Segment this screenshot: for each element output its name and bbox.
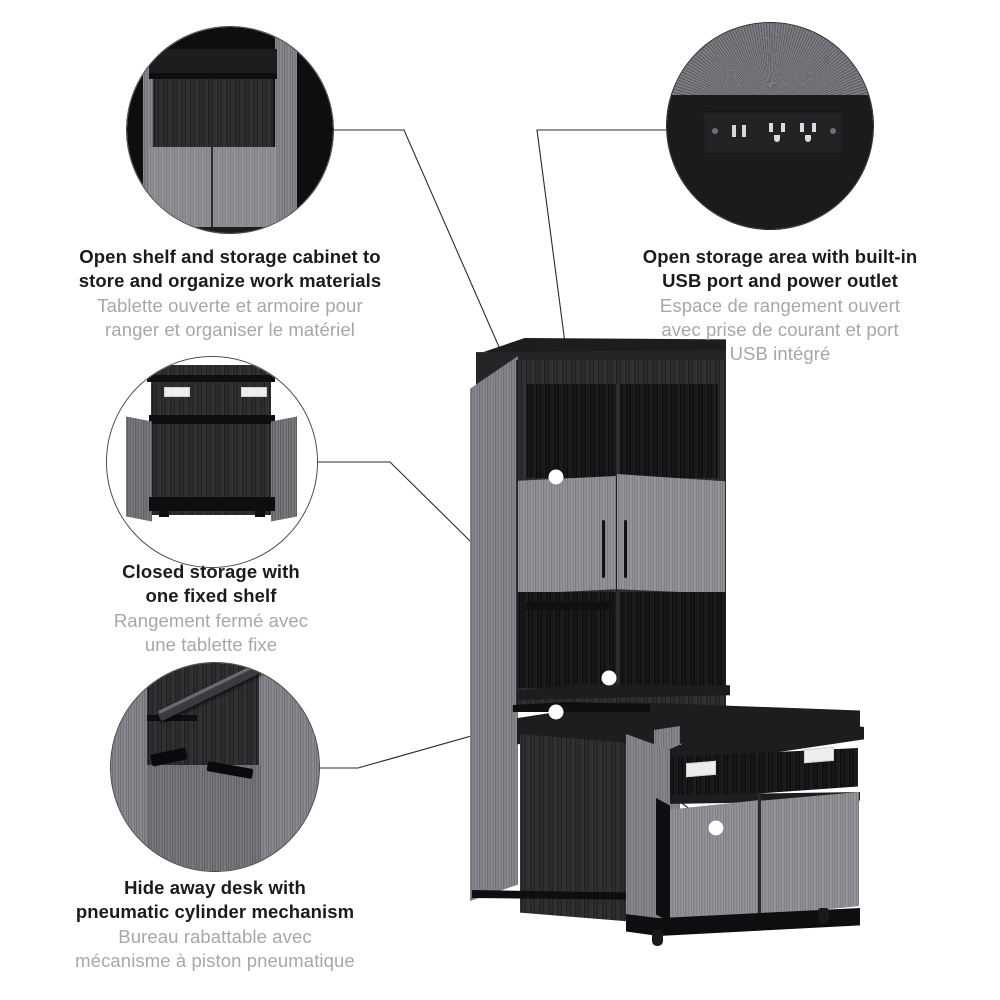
product-render bbox=[440, 330, 900, 980]
caption-en: Open storage area with built-in USB port… bbox=[642, 246, 918, 292]
middle-open-storage bbox=[518, 592, 726, 688]
mobile-cabinet-label-left bbox=[686, 760, 716, 778]
upper-open-shelf bbox=[526, 384, 718, 478]
caster-left-icon bbox=[652, 930, 663, 946]
caption-en: Open shelf and storage cabinet to store … bbox=[78, 246, 382, 292]
middle-storage-divider bbox=[616, 592, 620, 688]
usb-port-icon-1 bbox=[732, 125, 736, 137]
top-cap-shadow bbox=[149, 73, 277, 79]
label-tag-left bbox=[164, 387, 190, 397]
mobile-cabinet-label-right bbox=[804, 746, 834, 764]
middle-shelf-top bbox=[518, 684, 730, 700]
caption-en: Closed storage with one fixed shelf bbox=[122, 561, 300, 607]
caption-hide-away-desk: Hide away desk with pneumatic cylinder m… bbox=[15, 876, 415, 973]
hotspot-hide-away-desk[interactable] bbox=[548, 704, 564, 720]
upper-shelf-divider bbox=[616, 384, 620, 478]
top-cap bbox=[149, 49, 277, 73]
top-rail bbox=[147, 375, 275, 382]
mobile-cabinet-left-stile bbox=[656, 798, 670, 922]
hotspot-mobile-cabinet[interactable] bbox=[708, 820, 724, 836]
screw-right-icon bbox=[830, 128, 836, 134]
side-panel-right bbox=[259, 663, 319, 871]
detail-circle-pneumatic-cylinder[interactable] bbox=[110, 662, 320, 872]
hutch-bottom-edge bbox=[472, 890, 660, 900]
hotspot-open-shelf-cabinet[interactable] bbox=[548, 469, 564, 485]
caption-fr: Bureau rabattable avec mécanisme à pisto… bbox=[75, 926, 355, 972]
caption-open-shelf-cabinet: Open shelf and storage cabinet to store … bbox=[30, 245, 430, 342]
screw-left-icon bbox=[712, 128, 718, 134]
desk-surface-edge bbox=[512, 702, 650, 712]
foot-left bbox=[159, 509, 169, 517]
detail-circle-open-shelf-cabinet[interactable] bbox=[126, 26, 334, 234]
caption-fr: Rangement fermé avec une tablette fixe bbox=[113, 610, 309, 656]
caption-en: Hide away desk with pneumatic cylinder m… bbox=[75, 877, 355, 923]
caption-fr: Espace de rangement ouvert avec prise de… bbox=[659, 295, 901, 365]
side-panel-left bbox=[111, 663, 147, 871]
upper-cabinet-right-handle[interactable] bbox=[624, 520, 627, 578]
power-bar-plate bbox=[703, 111, 843, 153]
wood-grain-top bbox=[667, 23, 873, 97]
usb-port-icon-2 bbox=[742, 125, 746, 137]
mobile-cabinet-right-door[interactable] bbox=[761, 792, 859, 916]
cabinet-base bbox=[149, 227, 277, 233]
upper-cabinet-left-handle[interactable] bbox=[602, 520, 605, 578]
open-shelf-cavity bbox=[153, 79, 273, 147]
cabinet-side-right bbox=[275, 27, 297, 233]
detail-circle-usb-power-outlet[interactable] bbox=[666, 22, 874, 230]
caption-usb-power-outlet: Open storage area with built-in USB port… bbox=[610, 245, 950, 366]
interior-shelf bbox=[147, 715, 197, 721]
detail-circle-closed-storage-shelf[interactable] bbox=[106, 356, 318, 568]
hutch-side-panel bbox=[470, 356, 518, 901]
hotspot-usb-power-outlet[interactable] bbox=[601, 670, 617, 686]
fixed-shelf bbox=[149, 415, 275, 424]
label-tag-right bbox=[241, 387, 267, 397]
cabinet-base bbox=[149, 497, 275, 511]
caption-fr: Tablette ouverte et armoire pour ranger … bbox=[97, 295, 363, 341]
door-gap bbox=[211, 147, 213, 233]
upper-cabinet-right-door[interactable] bbox=[617, 474, 725, 594]
upper-cabinet-left-door[interactable] bbox=[518, 476, 616, 594]
power-bar-strip bbox=[526, 602, 612, 610]
mobile-cabinet-door-gap bbox=[758, 794, 761, 920]
cabinet-door-right[interactable] bbox=[213, 147, 277, 233]
caption-closed-storage-shelf: Closed storage with one fixed shelf Rang… bbox=[36, 560, 386, 657]
hutch-top-cap bbox=[483, 338, 726, 352]
cabinet-door-left[interactable] bbox=[149, 147, 212, 233]
desk-front-panel bbox=[147, 765, 261, 871]
mobile-cabinet-left-door[interactable] bbox=[668, 800, 760, 922]
caster-right-icon bbox=[818, 908, 829, 924]
foot-right bbox=[255, 509, 265, 517]
